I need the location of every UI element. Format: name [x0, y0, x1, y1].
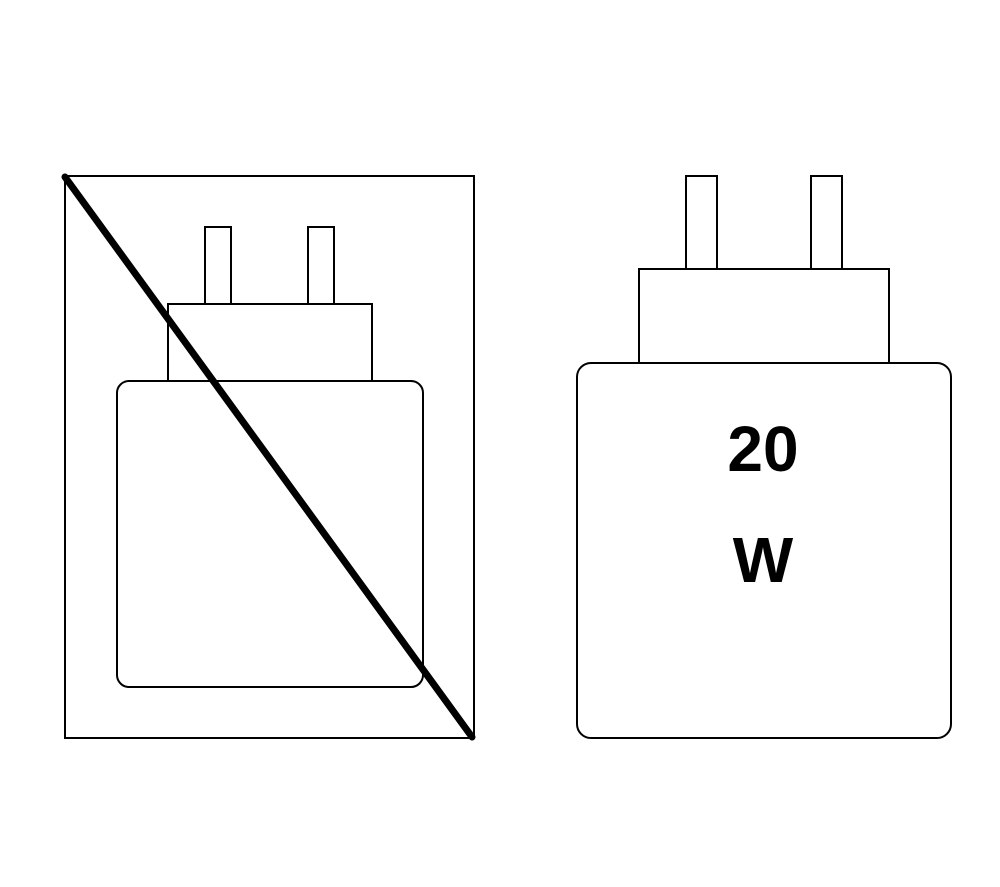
plug-icon-crossed: [116, 226, 424, 688]
plug-prong-left: [204, 226, 232, 305]
no-charger-symbol: [61, 173, 476, 741]
plug-neck: [167, 303, 373, 382]
charger-body: [116, 380, 424, 688]
power-unit-label: W: [733, 524, 794, 596]
charger-20w-symbol: 20 W: [576, 175, 952, 739]
no-charger-frame: [64, 175, 475, 739]
plug-prong-right: [810, 175, 843, 270]
plug-neck: [638, 268, 890, 364]
plug-prong-left: [685, 175, 718, 270]
charger-body: [576, 362, 952, 739]
plug-prong-right: [307, 226, 335, 305]
strike-through-line: [61, 173, 476, 741]
power-value-label: 20: [727, 413, 798, 485]
